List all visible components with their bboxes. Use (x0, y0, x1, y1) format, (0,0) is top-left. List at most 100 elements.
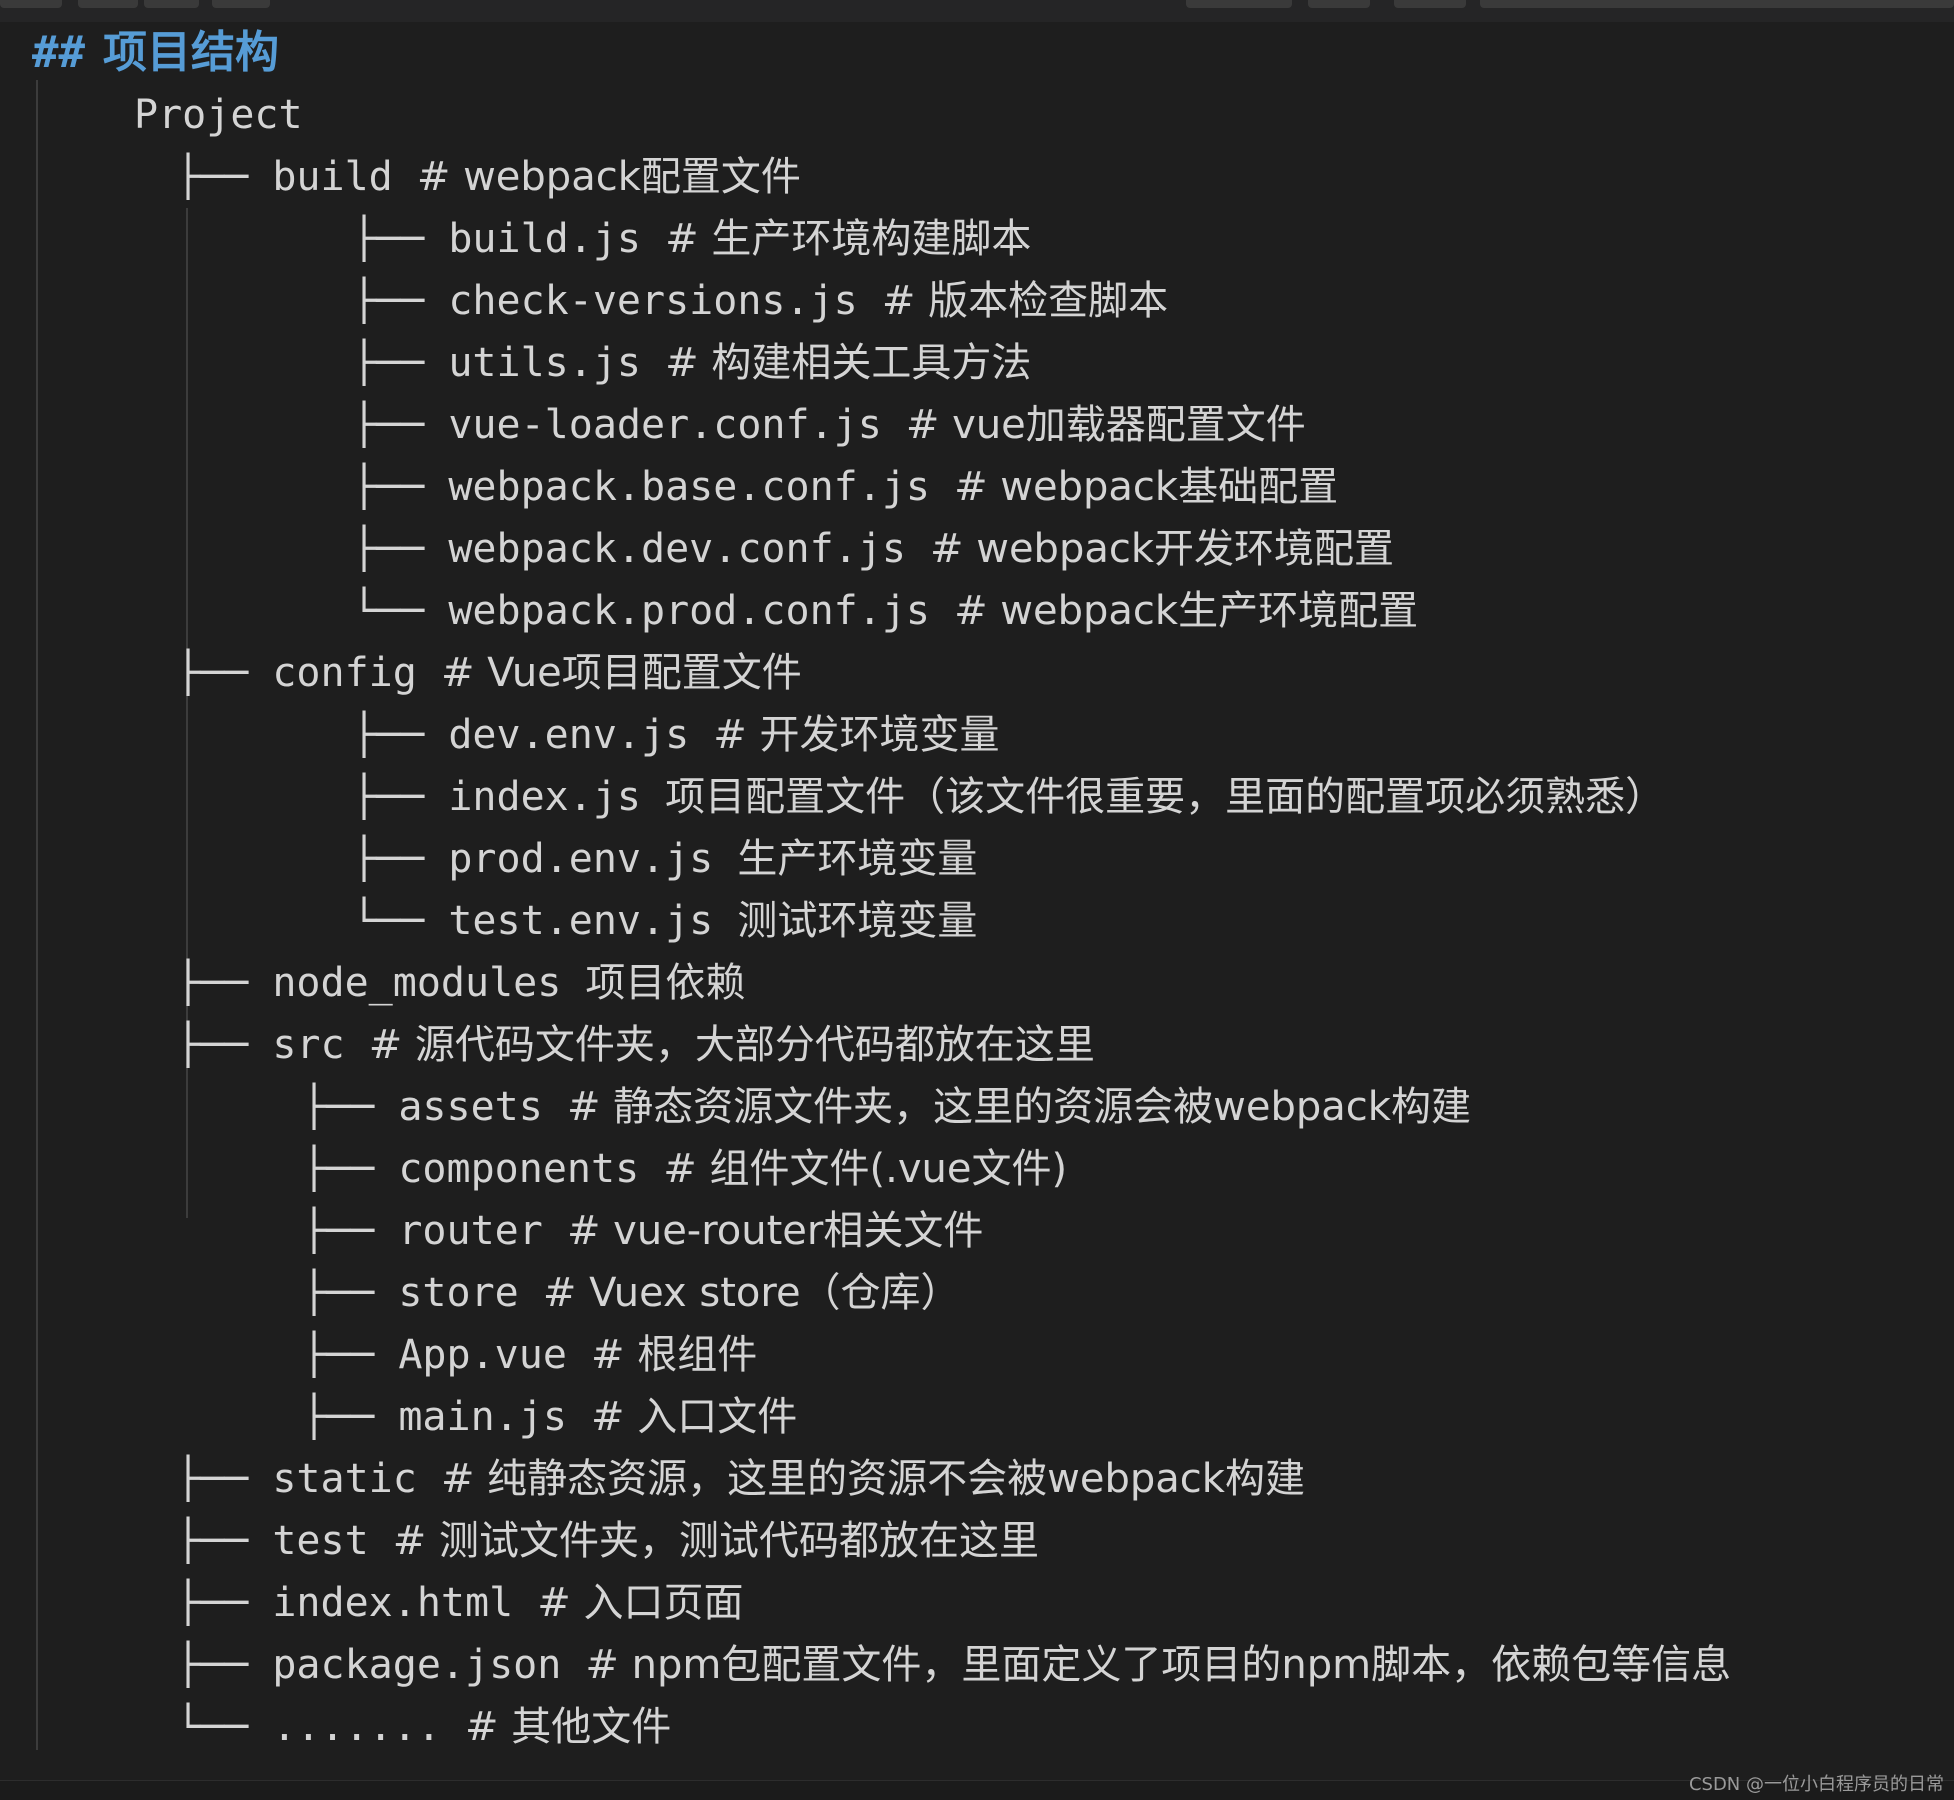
tree-row: ├── test # 测试文件夹，测试代码都放在这里 (176, 1510, 1039, 1572)
entry-name: dev.env.js (448, 712, 690, 758)
heading-title: 项目结构 (102, 27, 279, 78)
entry-name: webpack.base.conf.js (448, 464, 930, 510)
entry-comment: # npm包配置文件，里面定义了项目的npm脚本，依赖包等信息 (585, 1642, 1732, 1688)
markdown-heading: ##项目结构 (32, 24, 279, 82)
tab-stub[interactable] (0, 0, 62, 8)
entry-comment: # vue加载器配置文件 (905, 402, 1306, 448)
entry-comment: # webpack开发环境配置 (930, 526, 1395, 572)
tree-row: ├── prod.env.js 生产环境变量 (352, 828, 977, 890)
entry-name: index.js (448, 774, 641, 820)
toolbar-stub[interactable] (1308, 0, 1370, 8)
entry-name: ....... (272, 1704, 441, 1750)
csdn-watermark: CSDN @一位小白程序员的日常 (1688, 1774, 1944, 1795)
entry-name: utils.js (448, 340, 641, 386)
branch-glyph: └── (352, 898, 425, 944)
tree-row: ├── router # vue-router相关文件 (302, 1200, 983, 1262)
entry-name: App.vue (398, 1332, 567, 1378)
entry-name: test (272, 1518, 369, 1564)
entry-comment: # 纯静态资源，这里的资源不会被webpack构建 (440, 1456, 1305, 1502)
tree-row: ├── index.js 项目配置文件（该文件很重要，里面的配置项必须熟悉） (352, 766, 1665, 828)
tree-row: └── test.env.js 测试环境变量 (352, 890, 977, 952)
tab-stub[interactable] (144, 0, 199, 8)
branch-glyph: ├── (352, 402, 425, 448)
tree-row: ├── node_modules 项目依赖 (176, 952, 745, 1014)
tree-row: └── ....... # 其他文件 (176, 1696, 671, 1758)
entry-comment: # 开发环境变量 (713, 712, 1000, 758)
tree-row: ├── webpack.dev.conf.js # webpack开发环境配置 (352, 518, 1394, 580)
status-bar (0, 1780, 1954, 1800)
branch-glyph: ├── (302, 1270, 375, 1316)
entry-comment: # Vuex store（仓库） (542, 1270, 961, 1316)
entry-name: config (272, 650, 417, 696)
entry-comment: # 其他文件 (465, 1704, 672, 1750)
branch-glyph: ├── (176, 1642, 249, 1688)
branch-glyph: └── (352, 588, 425, 634)
tree-row: ├── config # Vue项目配置文件 (176, 642, 802, 704)
code-editor[interactable]: ##项目结构 Project ├── build # webpack配置文件 ├… (0, 22, 1954, 1780)
branch-glyph: ├── (176, 650, 249, 696)
tree-row: ├── build # webpack配置文件 (176, 146, 801, 208)
branch-glyph: ├── (352, 464, 425, 510)
entry-comment: # 组件文件(.vue文件) (663, 1146, 1068, 1192)
entry-comment: # 生产环境构建脚本 (665, 216, 1032, 262)
entry-name: node_modules (272, 960, 562, 1006)
entry-name: test.env.js (448, 898, 714, 944)
tab-stub[interactable] (212, 0, 270, 8)
branch-glyph: ├── (352, 340, 425, 386)
branch-glyph: ├── (176, 1580, 249, 1626)
branch-glyph: ├── (176, 960, 249, 1006)
entry-name: src (272, 1022, 345, 1068)
entry-comment: # webpack基础配置 (954, 464, 1339, 510)
entry-name: vue-loader.conf.js (448, 402, 882, 448)
tree-row: ├── vue-loader.conf.js # vue加载器配置文件 (352, 394, 1306, 456)
entry-name: build.js (448, 216, 641, 262)
tree-row: ├── check-versions.js # 版本检查脚本 (352, 270, 1168, 332)
tree-root: Project (134, 84, 303, 146)
entry-comment: # Vue项目配置文件 (440, 650, 802, 696)
branch-glyph: ├── (302, 1208, 375, 1254)
entry-comment: # 根组件 (591, 1332, 758, 1378)
branch-glyph: └── (176, 1704, 249, 1750)
entry-name: assets (398, 1084, 543, 1130)
entry-name: check-versions.js (448, 278, 858, 324)
branch-glyph: ├── (302, 1332, 375, 1378)
entry-comment: # 静态资源文件夹，这里的资源会被webpack构建 (566, 1084, 1471, 1130)
entry-comment: # 源代码文件夹，大部分代码都放在这里 (368, 1022, 1095, 1068)
tree-row: ├── src # 源代码文件夹，大部分代码都放在这里 (176, 1014, 1095, 1076)
toolbar-stub[interactable] (1186, 0, 1292, 8)
tab-stub[interactable] (78, 0, 138, 8)
entry-name: main.js (398, 1394, 567, 1440)
toolbar-stub[interactable] (1394, 0, 1466, 8)
branch-glyph: ├── (352, 216, 425, 262)
window-top-bar (0, 0, 1954, 23)
entry-name: prod.env.js (448, 836, 714, 882)
branch-glyph: ├── (176, 1456, 249, 1502)
tree-row: ├── static # 纯静态资源，这里的资源不会被webpack构建 (176, 1448, 1305, 1510)
tree-row: ├── build.js # 生产环境构建脚本 (352, 208, 1031, 270)
indent-guide (36, 80, 38, 1750)
entry-name: index.html (272, 1580, 514, 1626)
entry-name: router (398, 1208, 543, 1254)
tree-row: ├── utils.js # 构建相关工具方法 (352, 332, 1031, 394)
root-label: Project (134, 92, 303, 138)
entry-name: store (398, 1270, 519, 1316)
tree-row: └── webpack.prod.conf.js # webpack生产环境配置 (352, 580, 1418, 642)
indent-guide (186, 208, 188, 1218)
entry-name: webpack.dev.conf.js (448, 526, 906, 572)
tree-row: ├── assets # 静态资源文件夹，这里的资源会被webpack构建 (302, 1076, 1471, 1138)
entry-comment: # webpack配置文件 (416, 154, 801, 200)
branch-glyph: ├── (352, 774, 425, 820)
entry-comment: # 入口页面 (537, 1580, 744, 1626)
branch-glyph: ├── (352, 526, 425, 572)
entry-name: static (272, 1456, 417, 1502)
entry-comment: # webpack生产环境配置 (954, 588, 1419, 634)
entry-comment: # 版本检查脚本 (881, 278, 1169, 324)
branch-glyph: ├── (176, 1022, 249, 1068)
entry-comment: 测试环境变量 (737, 898, 978, 944)
tree-row: ├── package.json # npm包配置文件，里面定义了项目的npm脚… (176, 1634, 1731, 1696)
branch-glyph: ├── (352, 278, 425, 324)
entry-comment: 项目依赖 (585, 960, 746, 1006)
branch-glyph: ├── (302, 1146, 375, 1192)
toolbar-stub[interactable] (1480, 0, 1954, 8)
tree-row: ├── App.vue # 根组件 (302, 1324, 757, 1386)
